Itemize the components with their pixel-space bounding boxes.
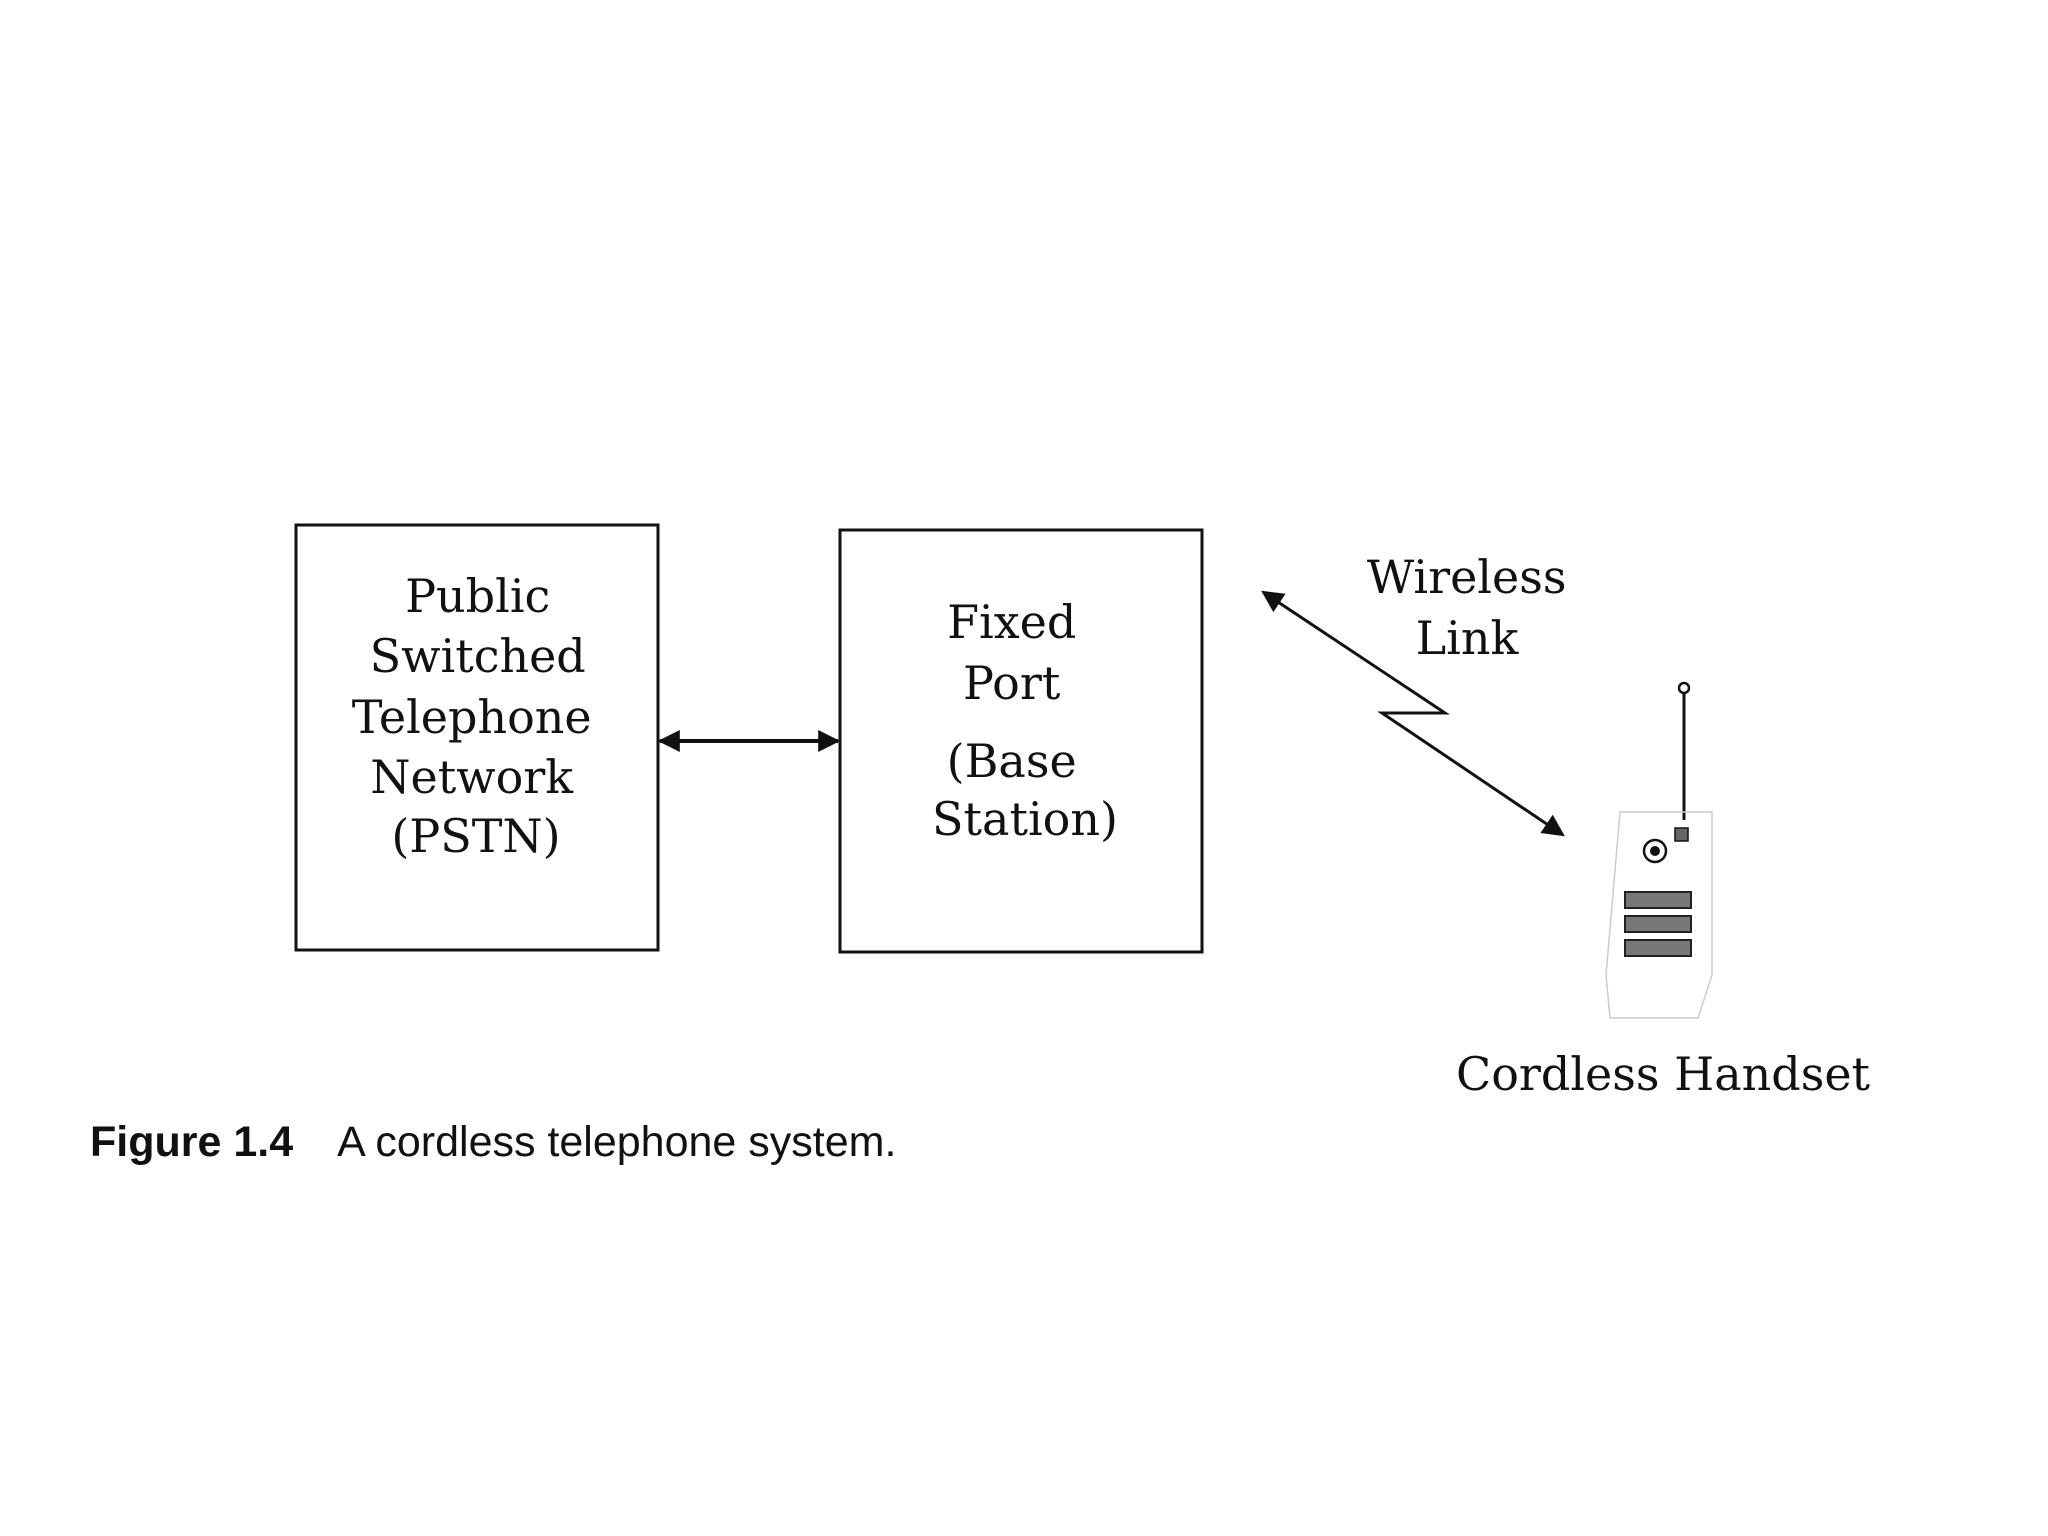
wireless-line-1: Wireless [1367,550,1567,604]
pstn-line-5: (PSTN) [391,809,560,863]
svg-text:Fixed Port (Base: Fixed Port (Base Station) [932,595,1118,846]
wireless-link-label: Wireless Link [1367,550,1581,665]
pstn-line-3: Telephone [352,690,592,744]
wireless-link-arrow [1261,590,1565,837]
svg-text:Public Switched Te: Public Switched Telephone Network (PSTN) [352,569,607,863]
base-line-4: Station) [932,792,1118,846]
base-station-box: Fixed Port (Base Station) [838,528,1204,954]
pstn-line-4: Network [370,750,574,804]
figure-number: Figure 1.4 [90,1118,294,1166]
figure-caption: Figure 1.4 A cordless telephone system. [90,1118,896,1167]
base-line-3: (Base [947,734,1077,788]
wireless-line-2: Link [1416,611,1520,665]
cordless-handset-icon [1605,681,1713,1019]
cordless-handset-label: Cordless Handset [1456,1047,1871,1101]
base-line-2: Port [963,656,1061,710]
figure-caption-text: A cordless telephone system. [337,1118,897,1166]
pstn-line-2: Switched [370,629,586,683]
pstn-line-1: Public [405,569,550,623]
pstn-box: Public Switched Telephone Network (PSTN) [294,523,660,952]
base-line-1: Fixed [947,595,1076,649]
